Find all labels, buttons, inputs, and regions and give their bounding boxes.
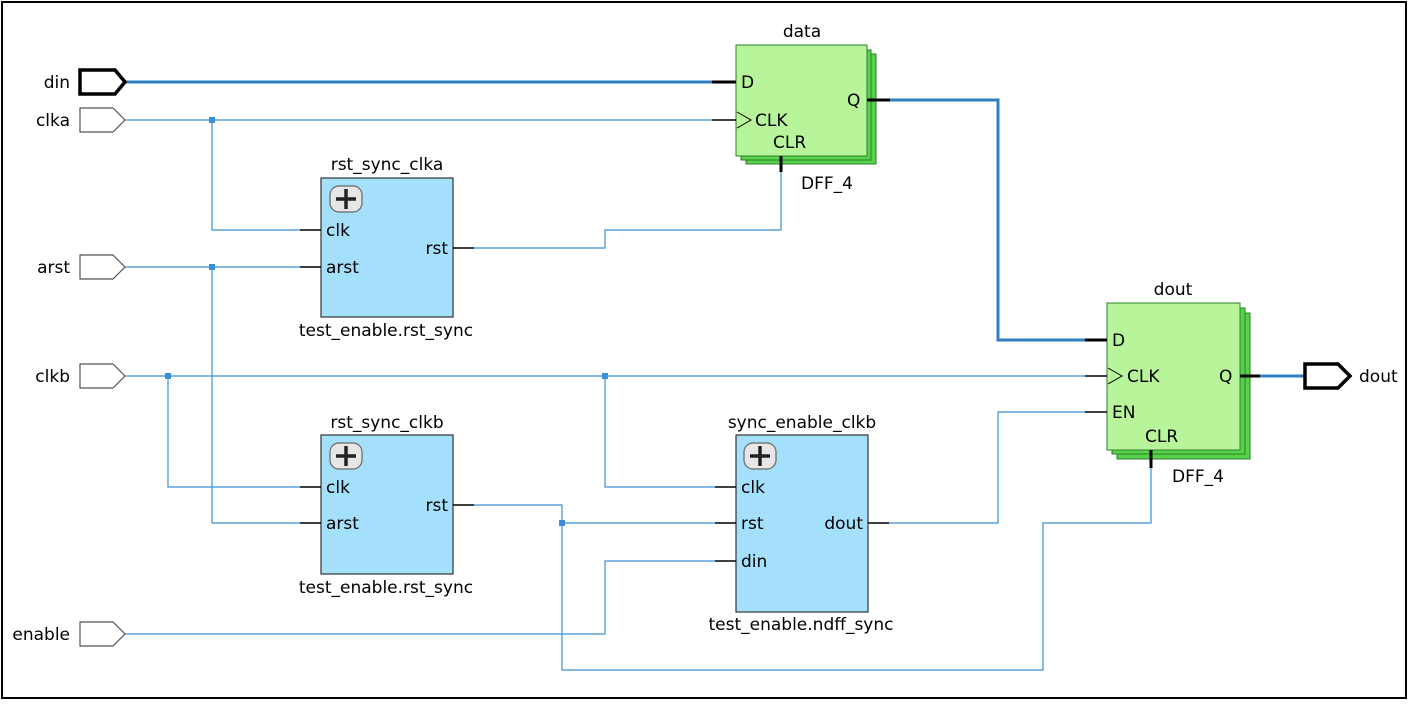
rst-sync-clka-module: test_enable.rst_sync: [299, 321, 473, 341]
net-clka[interactable]: [125, 119, 712, 231]
port-clka-shape[interactable]: [79, 107, 126, 133]
dff-dout-pin-en: EN: [1112, 403, 1135, 423]
rst-sync-clkb-pin-arst: arst: [326, 514, 359, 534]
rst-sync-clkb-title: rst_sync_clkb: [330, 413, 443, 433]
dff-dout-body[interactable]: [1106, 302, 1241, 451]
input-port-clkb[interactable]: clkb: [35, 363, 126, 389]
dff-data-pin-clk: CLK: [755, 111, 788, 131]
plus-expand-icon[interactable]: [743, 442, 777, 470]
sync-enable-clkb-pin-dout: dout: [824, 514, 863, 534]
port-clkb-label: clkb: [35, 367, 70, 387]
input-port-din[interactable]: din: [44, 68, 128, 96]
net-data-q[interactable]: [890, 98, 1085, 342]
junction-clkb-mid: [602, 373, 608, 379]
clock-edge-icon: [736, 111, 753, 129]
dff-data-pin-d: D: [741, 73, 754, 93]
nets: [125, 80, 1305, 671]
junctions: [165, 117, 608, 526]
dff-dout-type: DFF_4: [1172, 467, 1224, 487]
junction-clka: [209, 117, 215, 123]
dff-data-pin-clr: CLR: [773, 133, 806, 153]
sync-enable-clkb-pin-clk: clk: [741, 478, 765, 498]
rst-sync-clkb-pin-clk: clk: [326, 478, 350, 498]
port-dout-label: dout: [1359, 367, 1398, 387]
port-dout-shape[interactable]: [1303, 362, 1353, 390]
junction-clkb-left: [165, 373, 171, 379]
sync-enable-clkb-pin-rst: rst: [741, 514, 764, 534]
rst-sync-clkb-module: test_enable.rst_sync: [299, 578, 473, 598]
junction-rst-clkb: [559, 520, 565, 526]
dff-data-type: DFF_4: [801, 174, 853, 194]
dff-dout-pin-q: Q: [1219, 367, 1232, 387]
junction-arst: [209, 264, 215, 270]
port-din-shape[interactable]: [78, 68, 128, 96]
dff-data-body[interactable]: [735, 44, 868, 157]
net-rst-clka[interactable]: [474, 172, 782, 249]
block-rst-sync-clka[interactable]: rst_sync_clka clk arst rst test_enable.r…: [299, 155, 474, 341]
dff-data-title: data: [783, 22, 821, 42]
rst-sync-clka-pin-arst: arst: [326, 258, 359, 278]
port-arst-shape[interactable]: [79, 254, 126, 280]
input-port-clka[interactable]: clka: [36, 107, 126, 133]
sync-enable-clkb-module: test_enable.ndff_sync: [709, 615, 894, 635]
rst-sync-clka-title: rst_sync_clka: [331, 155, 444, 175]
dff-dout-pin-clr: CLR: [1145, 427, 1178, 447]
port-din-label: din: [44, 73, 70, 93]
port-enable-shape[interactable]: [79, 621, 126, 647]
net-rst-clkb[interactable]: [474, 468, 1152, 671]
sync-enable-clkb-title: sync_enable_clkb: [728, 413, 876, 433]
block-sync-enable-clkb[interactable]: sync_enable_clkb clk rst din dout test_e…: [709, 413, 894, 635]
input-port-enable[interactable]: enable: [12, 621, 126, 647]
net-sync-dout[interactable]: [889, 411, 1085, 524]
rst-sync-clkb-pin-rst: rst: [425, 496, 448, 516]
plus-expand-icon[interactable]: [329, 185, 363, 213]
dff-data[interactable]: data D CLK CLR Q DFF_4: [712, 22, 890, 194]
block-rst-sync-clkb[interactable]: rst_sync_clkb clk arst rst test_enable.r…: [299, 413, 474, 598]
input-port-arst[interactable]: arst: [37, 254, 126, 280]
rst-sync-clka-pin-clk: clk: [326, 221, 350, 241]
net-enable[interactable]: [125, 560, 715, 635]
plus-expand-icon[interactable]: [329, 442, 363, 470]
port-enable-label: enable: [12, 625, 70, 645]
dff-data-pin-q: Q: [847, 91, 860, 111]
port-arst-label: arst: [37, 258, 70, 278]
port-clka-label: clka: [36, 111, 70, 131]
port-clkb-shape[interactable]: [79, 363, 126, 389]
clock-edge-icon: [1107, 367, 1124, 385]
dff-dout[interactable]: dout D CLK EN CLR Q DFF_4: [1085, 280, 1260, 487]
output-port-dout[interactable]: dout: [1303, 362, 1398, 390]
rst-sync-clka-pin-rst: rst: [425, 239, 448, 259]
dff-dout-title: dout: [1154, 280, 1193, 300]
dff-dout-pin-d: D: [1112, 331, 1125, 351]
dff-dout-pin-clk: CLK: [1127, 367, 1160, 387]
sync-enable-clkb-pin-din: din: [741, 552, 767, 572]
